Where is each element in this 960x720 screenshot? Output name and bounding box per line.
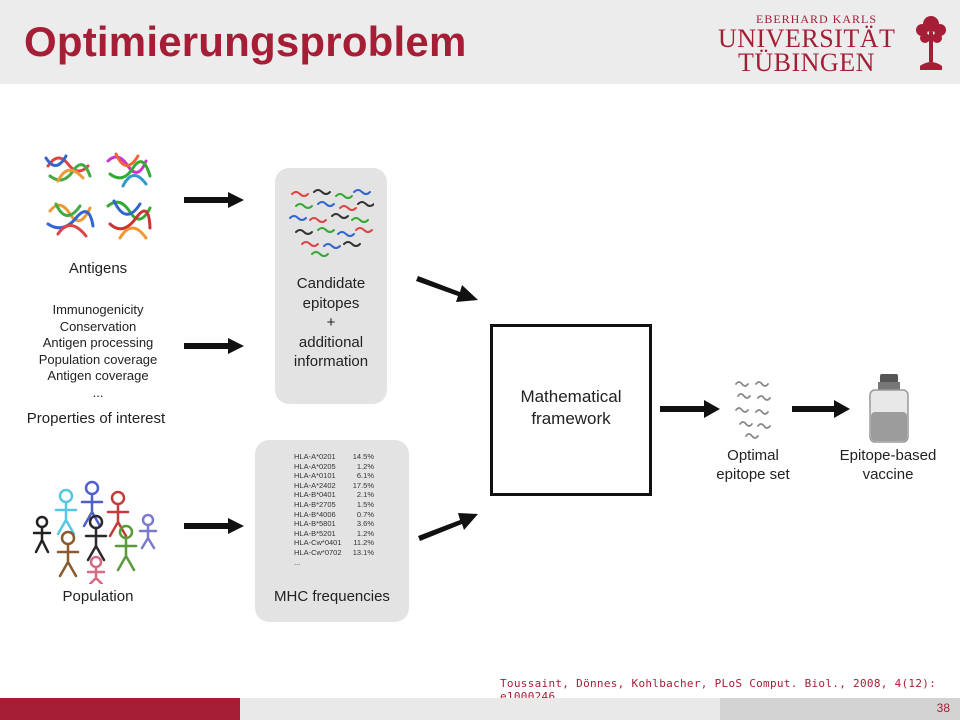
vaccine-line: Epitope-based bbox=[839, 447, 937, 464]
arrow-right-icon bbox=[184, 338, 244, 354]
university-logo: EBERHARD KARLS UNIVERSITÄT TÜBINGEN bbox=[712, 12, 952, 77]
logo-line-2: UNIVERSITÄT bbox=[718, 24, 896, 53]
logo-line-1: EBERHARD KARLS bbox=[756, 12, 878, 26]
epitope-squiggles-image bbox=[289, 189, 374, 257]
slide-header: Optimierungsproblem EBERHARD KARLS UNIVE… bbox=[0, 0, 960, 84]
mhc-row: HLA-B*5201 1.2% bbox=[294, 529, 374, 539]
framework-line: Mathematical bbox=[520, 387, 622, 406]
frequency: 17.5% bbox=[352, 480, 374, 490]
antigens-label: Antigens bbox=[68, 260, 128, 277]
mhc-frequencies-label: MHC frequencies bbox=[274, 588, 390, 605]
footer-accent-bar bbox=[0, 698, 240, 720]
candidate-line: + bbox=[326, 314, 336, 331]
optimal-line: Optimal bbox=[727, 447, 779, 464]
mhc-ellipsis: ... bbox=[294, 557, 301, 567]
candidate-line: additional bbox=[298, 333, 364, 351]
mhc-frequencies-box bbox=[255, 440, 409, 622]
mhc-row: HLA-B*4006 0.7% bbox=[294, 510, 374, 520]
frequency: 11.2% bbox=[353, 538, 374, 548]
property-item: Immunogenicity bbox=[52, 302, 144, 317]
properties-title: Properties of interest bbox=[26, 410, 166, 427]
palm-tree-icon bbox=[916, 16, 946, 70]
logo-line-3: TÜBINGEN bbox=[738, 48, 875, 77]
frequency: 6.1% bbox=[356, 471, 374, 481]
arrow-right-icon bbox=[184, 192, 244, 208]
allele: HLA-Cw*0702 bbox=[294, 547, 342, 557]
allele: HLA-B*4006 bbox=[294, 509, 336, 519]
mhc-row: HLA-B*5801 3.6% bbox=[294, 519, 374, 529]
allele: HLA-A*2402 bbox=[294, 480, 336, 490]
slide-title: Optimierungsproblem bbox=[24, 18, 467, 65]
mathematical-framework-box bbox=[490, 324, 652, 496]
allele: HLA-A*0205 bbox=[294, 461, 336, 471]
candidate-line: epitopes bbox=[302, 294, 360, 312]
frequency: 1.2% bbox=[356, 528, 374, 538]
mhc-row: HLA-A*2402 17.5% bbox=[294, 481, 374, 491]
optimal-epitope-set-label: Optimal epitope set bbox=[700, 446, 806, 484]
frequency: 0.7% bbox=[356, 509, 374, 519]
candidate-epitopes-box bbox=[275, 168, 387, 404]
footer-bar-right bbox=[720, 698, 960, 720]
vaccine-label: Epitope-based vaccine bbox=[822, 446, 954, 484]
arrow-diagonal-down-icon bbox=[416, 276, 478, 302]
optimal-line: epitope set bbox=[716, 466, 790, 483]
candidate-epitopes-text: Candidate epitopes + additional informat… bbox=[275, 274, 387, 372]
vaccine-line: vaccine bbox=[862, 466, 914, 483]
framework-line: framework bbox=[531, 409, 611, 428]
property-item: ... bbox=[92, 384, 104, 400]
page-number: 38 bbox=[936, 701, 950, 715]
frequency: 1.5% bbox=[356, 499, 374, 509]
property-item: Population coverage bbox=[38, 351, 158, 367]
mhc-row: HLA-B*0401 2.1% bbox=[294, 490, 374, 500]
antigen-structures-image bbox=[44, 152, 152, 240]
epitope-vaccine-diagram: Antigens Immunogenicity Conservation Ant… bbox=[0, 84, 960, 674]
candidate-line: information bbox=[293, 353, 369, 370]
allele: HLA-B*5201 bbox=[294, 528, 336, 538]
mhc-row: HLA-Cw*0401 11.2% bbox=[294, 538, 374, 548]
population-label: Population bbox=[62, 588, 134, 605]
properties-list: Immunogenicity Conservation Antigen proc… bbox=[8, 302, 188, 401]
mhc-row: HLA-A*0101 6.1% bbox=[294, 471, 374, 481]
vaccine-vial-icon bbox=[869, 374, 909, 443]
mhc-row: HLA-B*2705 1.5% bbox=[294, 500, 374, 510]
optimal-epitopes-image bbox=[735, 381, 771, 439]
frequency: 1.2% bbox=[356, 461, 374, 471]
mhc-frequency-table: HLA-A*0201 14.5% HLA-A*0205 1.2% HLA-A*010… bbox=[294, 452, 374, 567]
arrow-right-icon bbox=[792, 400, 850, 418]
allele: HLA-B*5801 bbox=[294, 519, 336, 529]
frequency: 3.6% bbox=[356, 519, 374, 529]
footer-bar bbox=[240, 698, 720, 720]
mhc-row: HLA-A*0201 14.5% bbox=[294, 452, 374, 462]
allele: HLA-B*0401 bbox=[294, 490, 336, 500]
property-item: Conservation bbox=[59, 318, 137, 334]
property-item: Antigen processing bbox=[42, 335, 154, 350]
allele: HLA-B*2705 bbox=[294, 499, 336, 509]
arrow-right-icon bbox=[660, 400, 720, 418]
allele: HLA-A*0101 bbox=[294, 471, 336, 481]
allele: HLA-Cw*0401 bbox=[294, 538, 342, 548]
frequency: 13.1% bbox=[352, 547, 374, 557]
mhc-row: HLA-Cw*0702 13.1% bbox=[294, 548, 374, 558]
frequency: 2.1% bbox=[356, 490, 374, 500]
arrow-right-icon bbox=[184, 518, 244, 534]
property-item: Antigen coverage bbox=[47, 368, 149, 383]
frequency: 14.5% bbox=[352, 452, 374, 461]
population-figures-image bbox=[32, 480, 158, 584]
arrow-diagonal-up-icon bbox=[418, 513, 478, 541]
framework-text: Mathematical framework bbox=[490, 386, 652, 430]
allele: HLA-A*0201 bbox=[294, 452, 336, 461]
mhc-row: HLA-A*0205 1.2% bbox=[294, 462, 374, 472]
candidate-line: Candidate bbox=[296, 275, 366, 292]
